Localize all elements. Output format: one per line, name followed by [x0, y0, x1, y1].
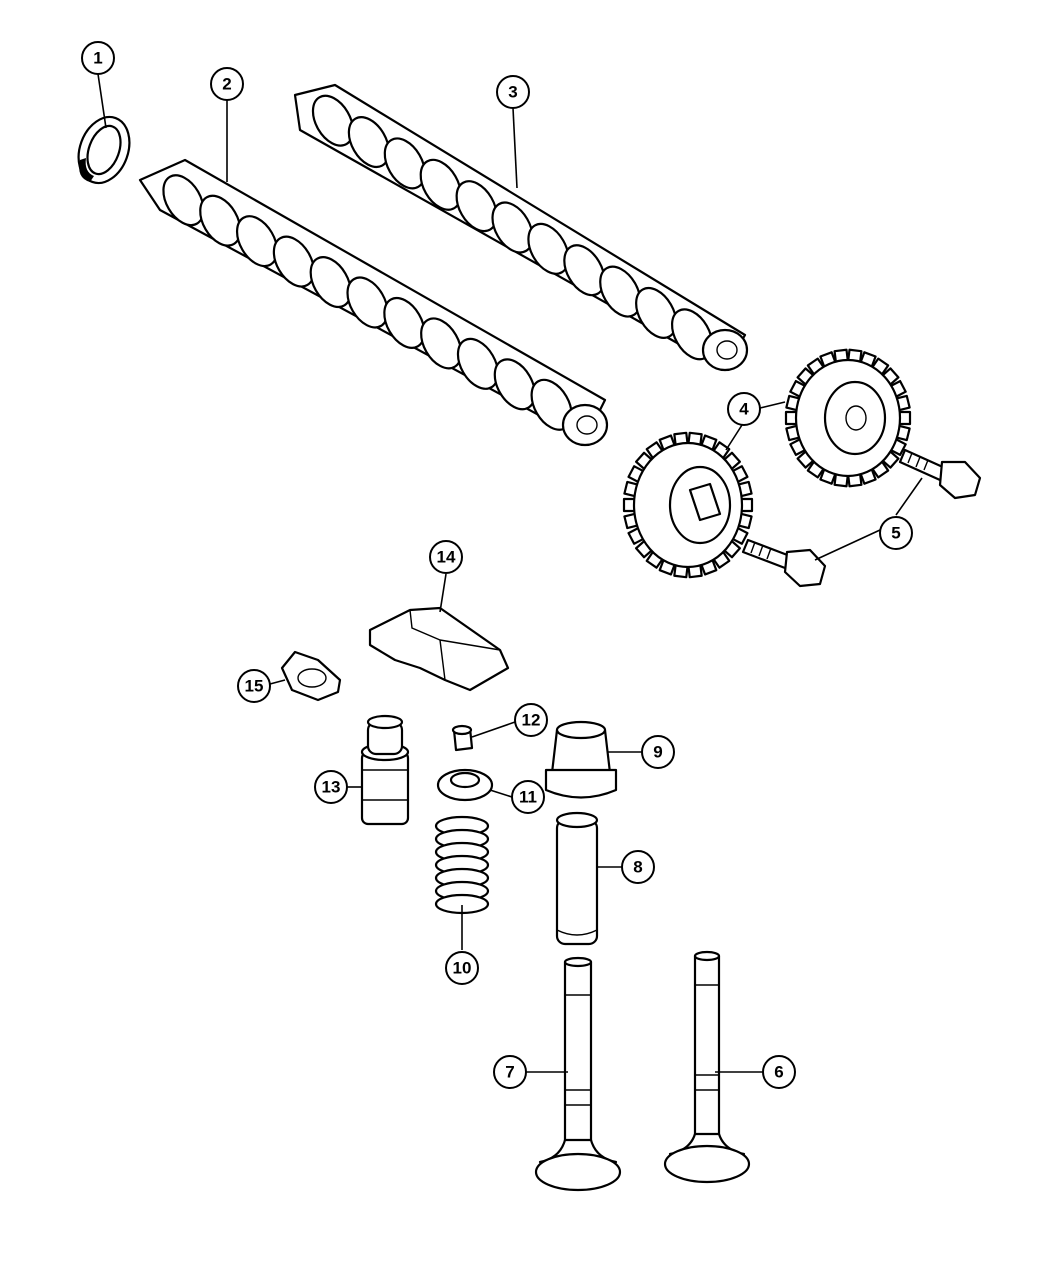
callout-7-label: 7	[505, 1063, 514, 1082]
callout-2-label: 2	[222, 75, 231, 94]
camshaft-2-lobe	[346, 276, 389, 329]
callout-14: 14	[429, 540, 463, 574]
camshaft-2-lobe	[383, 296, 426, 349]
part-8-valve-guide	[555, 811, 599, 946]
part-4-gear-lower	[622, 431, 754, 579]
callout-10: 10	[445, 951, 479, 985]
callout-1: 1	[81, 41, 115, 75]
callout-12-label: 12	[522, 711, 541, 730]
leader-4	[725, 401, 786, 451]
callout-5-label: 5	[891, 524, 900, 543]
camshaft-3-lobe	[383, 137, 426, 190]
part-13-lifter	[360, 714, 410, 826]
callout-13: 13	[314, 770, 348, 804]
part-2-camshaft	[138, 158, 609, 447]
camshaft-3-lobe	[455, 180, 498, 233]
camshaft-3-lobe	[311, 94, 355, 147]
callout-9: 9	[641, 735, 675, 769]
leader-1	[97, 73, 107, 129]
part-6-valve	[663, 950, 751, 1184]
callout-7: 7	[493, 1055, 527, 1089]
camshaft-2-lobe	[493, 358, 536, 411]
callout-6-label: 6	[774, 1063, 783, 1082]
callout-15: 15	[237, 669, 271, 703]
callout-10-label: 10	[453, 959, 472, 978]
leader-15	[269, 679, 286, 685]
part-11-retainer	[436, 768, 494, 802]
callout-4-label: 4	[739, 400, 749, 419]
callout-4: 4	[727, 392, 761, 426]
callout-8: 8	[621, 850, 655, 884]
camshaft-3-lobe	[347, 116, 390, 169]
part-9-valve-stem-seal	[544, 720, 618, 799]
leader-lines	[97, 73, 923, 1073]
part-3-camshaft	[293, 83, 749, 372]
callout-14-label: 14	[437, 548, 456, 567]
camshaft-3-lobe	[635, 286, 678, 339]
camshaft-2-lobe	[162, 174, 205, 227]
leader-11	[489, 789, 513, 798]
part-1-seal	[77, 115, 131, 185]
camshaft-3-lobe	[599, 265, 642, 318]
callout-6: 6	[762, 1055, 796, 1089]
callout-5: 5	[879, 516, 913, 550]
camshaft-3-lobe	[491, 201, 534, 254]
callout-15-label: 15	[245, 677, 264, 696]
leader-14	[439, 573, 447, 613]
callout-11-label: 11	[519, 788, 537, 807]
callout-3: 3	[496, 75, 530, 109]
camshaft-3-lobe	[527, 222, 570, 275]
camshaft-2-lobe	[199, 194, 242, 247]
callout-2: 2	[210, 67, 244, 101]
leader-5	[814, 477, 923, 561]
callout-3-label: 3	[508, 83, 517, 102]
camshaft-2-lobe	[272, 235, 315, 288]
callout-1-label: 1	[93, 49, 102, 68]
camshaft-2-lobe	[456, 337, 500, 390]
leader-3	[512, 107, 518, 189]
leader-12	[471, 721, 516, 738]
part-14-rocker-arm	[368, 606, 510, 692]
part-5-bolt-upper	[898, 448, 982, 500]
callout-11: 11	[511, 780, 545, 814]
camshaft-3-lobe	[563, 244, 606, 297]
part-7-valve	[534, 956, 622, 1192]
part-10-valve-spring	[434, 815, 490, 915]
camshaft-2-lobe	[420, 317, 463, 370]
callout-12: 12	[514, 703, 548, 737]
callout-9-label: 9	[653, 743, 662, 762]
part-15-clip	[280, 650, 342, 702]
callout-8-label: 8	[633, 858, 642, 877]
part-12-keeper	[451, 724, 474, 752]
camshaft-2-lobe	[235, 215, 279, 268]
camshaft-2-lobe	[309, 256, 352, 309]
part-4-gear-upper	[784, 348, 912, 488]
camshaft-3-lobe	[419, 158, 462, 211]
part-5-bolt-lower	[741, 538, 827, 588]
callout-13-label: 13	[322, 778, 341, 797]
